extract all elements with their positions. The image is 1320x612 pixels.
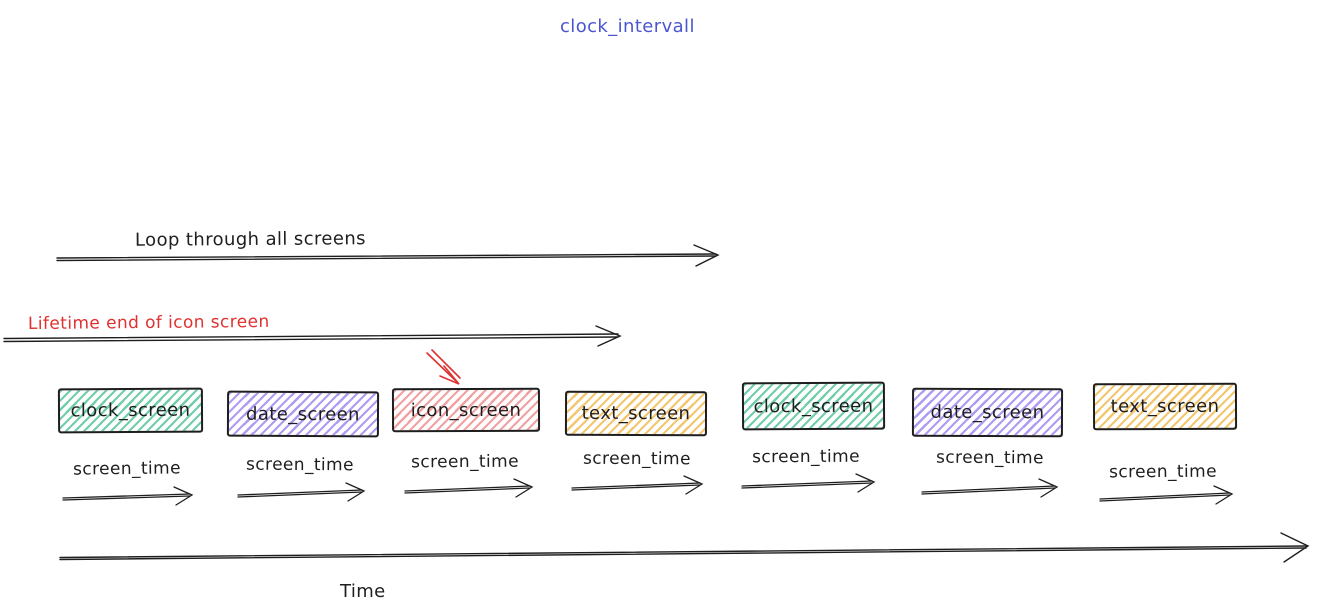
screen-box-label: icon_screen [410, 399, 522, 421]
diagram-title: clock_intervall [560, 16, 695, 37]
screen-box-clock-2: clock_screen [741, 381, 886, 431]
screen-box-date-2: date_screen [911, 387, 1064, 438]
lifetime-arrow-label: Lifetime end of icon screen [27, 311, 270, 335]
time-axis-arrow [59, 532, 1310, 563]
screen-box-label: text_screen [581, 402, 691, 425]
screen-box-icon: icon_screen [391, 387, 541, 433]
screen-time-label: screen_time [936, 447, 1044, 469]
screen-time-label: screen_time [583, 448, 691, 470]
screen-box-date-1: date_screen [226, 390, 380, 438]
screen-box-label: clock_screen [70, 399, 191, 422]
screen-time-arrow [404, 478, 534, 498]
screen-time-arrow [237, 482, 366, 502]
screen-box-label: date_screen [930, 401, 1045, 424]
screen-time-label: screen_time [246, 454, 354, 476]
screen-time-arrow [1099, 485, 1234, 505]
screen-box-text-2: text_screen [1092, 382, 1238, 431]
screen-time-label: screen_time [411, 451, 519, 473]
screen-box-label: clock_screen [753, 395, 874, 417]
screen-time-arrow [921, 478, 1059, 498]
loop-arrow-label: Loop through all screens [134, 228, 366, 251]
screen-time-label: screen_time [72, 458, 182, 480]
screen-box-text-1: text_screen [564, 390, 708, 437]
screen-time-arrow [62, 486, 194, 506]
screen-time-label: screen_time [1109, 461, 1217, 483]
screen-box-label: date_screen [246, 403, 360, 425]
screen-box-label: text_screen [1110, 395, 1220, 418]
screen-time-arrow [741, 473, 876, 493]
screen-time-label: screen_time [752, 446, 860, 468]
icon-pointer-arrow [426, 349, 461, 385]
screen-box-clock-1: clock_screen [57, 387, 204, 434]
screen-time-arrow [571, 475, 704, 495]
time-axis-label: Time [340, 581, 386, 602]
